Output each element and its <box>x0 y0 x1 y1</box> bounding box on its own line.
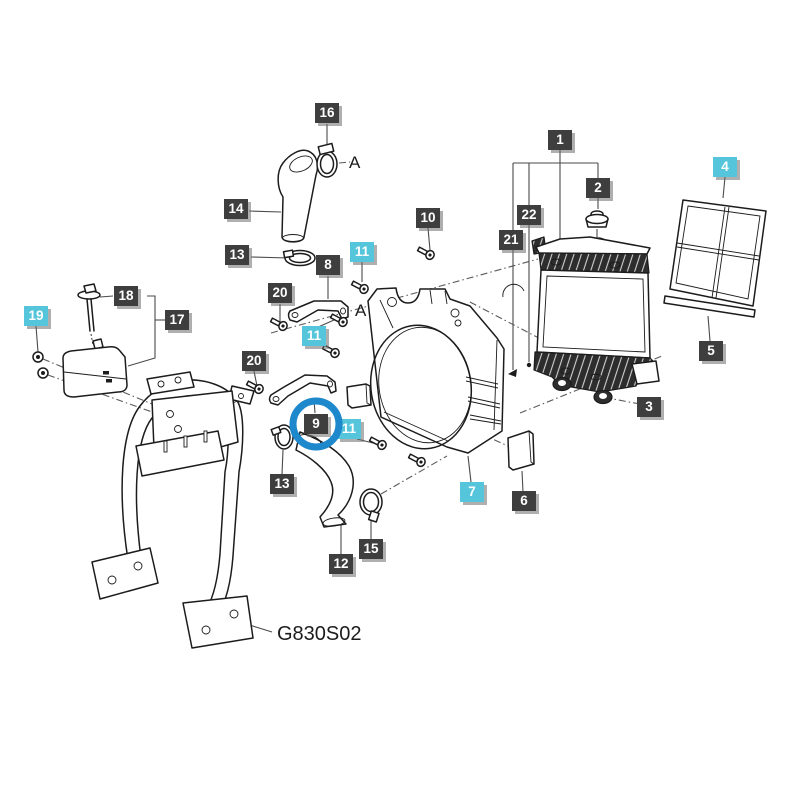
hose-clamp-13-upper <box>282 249 316 267</box>
bracket-8 <box>287 300 349 323</box>
part-callout-21-22[interactable]: 21 <box>499 230 523 250</box>
part-callout-14-1[interactable]: 14 <box>224 199 248 219</box>
radiator <box>531 210 660 405</box>
coolant-reservoir <box>32 283 128 398</box>
part-callout-18-9[interactable]: 18 <box>114 286 138 306</box>
hose-clamp-16 <box>316 142 338 178</box>
part-callout-13-14[interactable]: 13 <box>270 474 294 494</box>
hose-clamp-13-lower <box>270 424 294 450</box>
part-callout-8-3[interactable]: 8 <box>316 255 340 275</box>
part-callout-11-13[interactable]: 11 <box>337 419 361 439</box>
part-callout-12-15[interactable]: 12 <box>329 554 353 574</box>
mounting-grommet <box>552 376 572 392</box>
support-frame <box>91 371 255 649</box>
part-callout-5-24[interactable]: 5 <box>699 341 723 361</box>
bracket-9 <box>268 374 337 406</box>
reservoir-dipstick <box>77 283 101 346</box>
part-callout-17-8[interactable]: 17 <box>165 310 189 330</box>
fan-shroud <box>367 283 525 454</box>
part-callout-13-2[interactable]: 13 <box>225 245 249 265</box>
hose-clamp-15 <box>359 488 383 523</box>
reservoir-washers <box>32 351 49 379</box>
radiator-screen <box>669 199 767 307</box>
part-callout-20-6[interactable]: 20 <box>268 283 292 303</box>
part-callout-2-20[interactable]: 2 <box>586 178 610 198</box>
part-callout-1-19[interactable]: 1 <box>548 130 572 150</box>
view-marker-a-top: A <box>349 153 361 172</box>
part-callout-10-5[interactable]: 10 <box>416 208 440 228</box>
seal-pad-left <box>346 383 372 409</box>
part-callout-9-12[interactable]: 9 <box>304 414 328 434</box>
radiator-cap <box>585 210 609 228</box>
bolts <box>245 246 532 468</box>
part-callout-4-23[interactable]: 4 <box>713 157 737 177</box>
view-marker-a-mid: A <box>355 301 367 320</box>
part-callout-20-11[interactable]: 20 <box>242 351 266 371</box>
part-callout-22-21[interactable]: 22 <box>517 205 541 225</box>
part-callout-3-25[interactable]: 3 <box>637 397 661 417</box>
part-callout-15-16[interactable]: 15 <box>359 539 383 559</box>
screen-seal-strip <box>663 295 756 318</box>
figure-code: G830S02 <box>277 623 362 645</box>
part-callout-11-4[interactable]: 11 <box>350 242 374 262</box>
mounting-grommet <box>593 389 613 405</box>
part-callout-19-10[interactable]: 19 <box>24 306 48 326</box>
part-callout-7-17[interactable]: 7 <box>460 482 484 502</box>
part-callout-6-18[interactable]: 6 <box>512 491 536 511</box>
part-callout-11-7[interactable]: 11 <box>302 326 326 346</box>
shroud-seal-pad-6 <box>507 430 535 471</box>
part-callout-16-0[interactable]: 16 <box>315 103 339 123</box>
